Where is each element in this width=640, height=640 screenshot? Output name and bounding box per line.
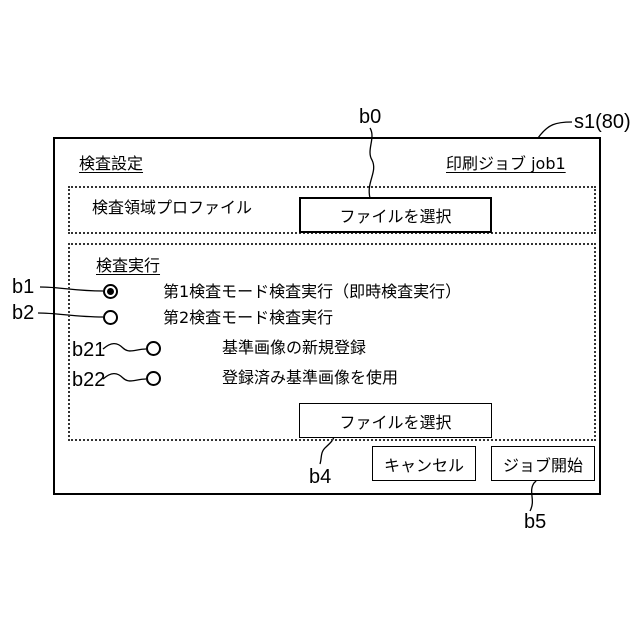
profile-heading: 検査領域プロファイル [92, 199, 252, 217]
use-registered-reference-label: 登録済み基準画像を使用 [222, 369, 398, 387]
execution-select-file-button[interactable]: ファイルを選択 [299, 403, 492, 438]
ref-label-b5: b5 [524, 512, 546, 532]
radio-use-registered-reference[interactable] [146, 371, 161, 386]
mode-1-label: 第1検査モード検査実行（即時検査実行） [163, 283, 461, 301]
ref-label-b2: b2 [12, 303, 34, 323]
job-title: 印刷ジョブ job1 [446, 155, 566, 173]
cancel-button[interactable]: キャンセル [372, 446, 476, 481]
ref-label-b0: b0 [359, 107, 381, 127]
screen-title: 検査設定 [79, 155, 143, 173]
mode-2-label: 第2検査モード検査実行 [163, 309, 333, 327]
execution-heading: 検査実行 [96, 257, 160, 275]
ref-label-s1: s1(80) [574, 112, 631, 132]
radio-register-new-reference[interactable] [146, 341, 161, 356]
radio-mode-2[interactable] [103, 310, 118, 325]
radio-selected-dot [107, 288, 114, 295]
leader-s1 [538, 122, 572, 138]
profile-select-file-button[interactable]: ファイルを選択 [299, 197, 492, 233]
ref-label-b1: b1 [12, 277, 34, 297]
start-job-button[interactable]: ジョブ開始 [491, 446, 595, 481]
register-new-reference-label: 基準画像の新規登録 [222, 339, 366, 357]
radio-mode-1[interactable] [103, 284, 118, 299]
